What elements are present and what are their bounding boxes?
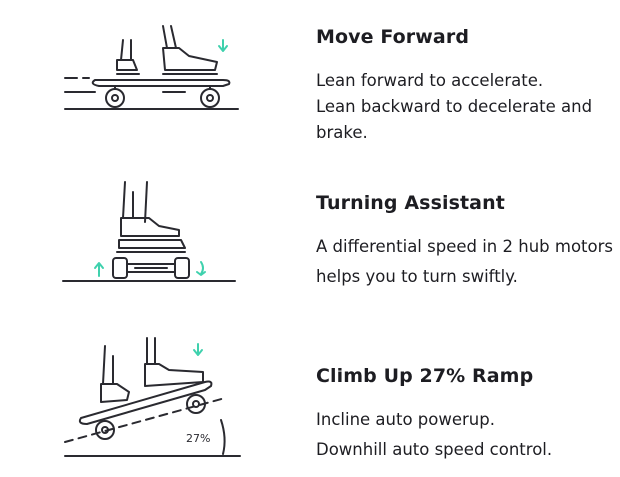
skateboard-turning-illustration xyxy=(62,181,236,282)
feature-title: Turning Assistant xyxy=(316,192,505,214)
description-line: helps you to turn swiftly. xyxy=(316,267,518,286)
description-line: Incline auto powerup. xyxy=(316,410,495,429)
description-line: brake. xyxy=(316,123,368,142)
skateboard-ramp-illustration xyxy=(64,337,241,457)
description-line: Downhill auto speed control. xyxy=(316,440,553,459)
description-line: A differential speed in 2 hub motors xyxy=(316,237,613,256)
description-line: Lean forward to accelerate. xyxy=(316,71,544,90)
feature-description: Incline auto powerup. Downhill auto spee… xyxy=(316,407,616,463)
feature-description: Lean forward to accelerate. Lean backwar… xyxy=(316,68,616,146)
skateboard-forward-illustration xyxy=(64,25,239,110)
description-line: Lean backward to decelerate and xyxy=(316,97,593,116)
feature-title: Move Forward xyxy=(316,26,470,48)
ramp-angle-label: 27% xyxy=(186,432,211,445)
feature-description: A differential speed in 2 hub motors hel… xyxy=(316,234,616,290)
feature-title: Climb Up 27% Ramp xyxy=(316,365,534,387)
